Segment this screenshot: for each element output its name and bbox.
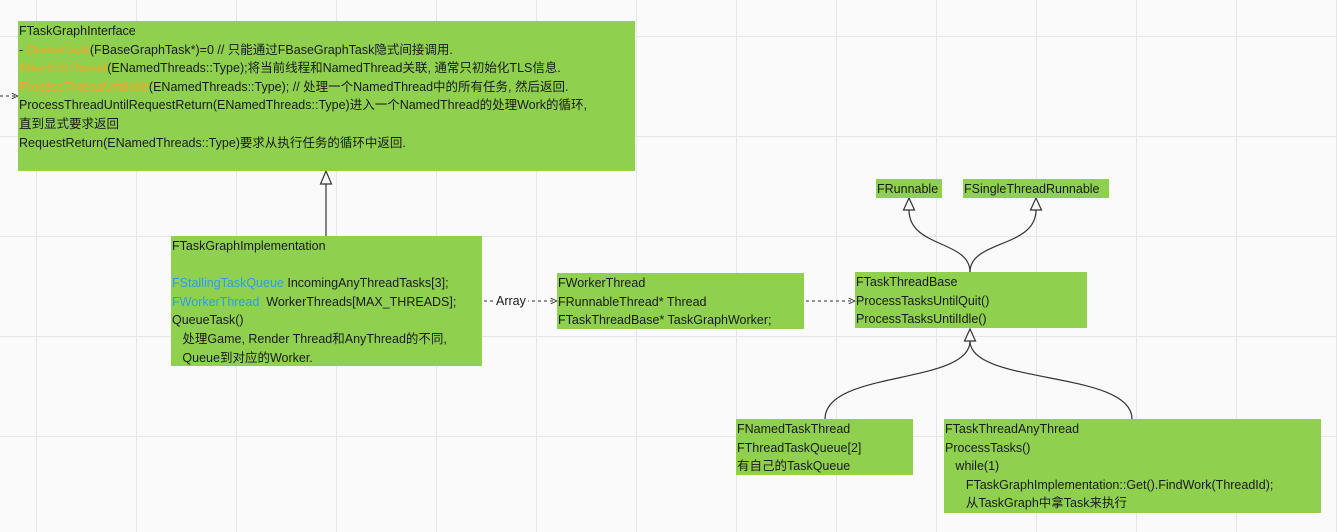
implementation-title: FTaskGraphImplementation — [172, 239, 326, 253]
interface-l2-method: AttachToThread — [19, 61, 108, 76]
named-task-thread-line-1: FThreadTaskQueue[2] — [737, 440, 862, 455]
runnable-box[interactable]: FRunnable — [876, 179, 942, 198]
interface-line-6: RequestReturn(ENamedThreads::Type)要求从执行任… — [19, 135, 406, 150]
any-thread-line-3: FTaskGraphImplementation::Get().FindWork… — [945, 477, 1274, 492]
interface-l1-method: QueueTask — [26, 42, 90, 57]
implementation-line-1: FStallingTaskQueue IncomingAnyThreadTask… — [172, 274, 482, 293]
worker-thread-line-2: FTaskThreadBase* TaskGraphWorker; — [558, 313, 772, 328]
any-thread-line-1: ProcessTasks() — [945, 440, 1031, 455]
interface-title: FTaskGraphInterface — [19, 24, 136, 38]
worker-thread-line-1: FRunnableThread* Thread — [558, 294, 707, 309]
implementation-line-4: 处理Game, Render Thread和AnyThread的不同, — [172, 331, 447, 346]
implementation-line-5: Queue到对应的Worker. — [172, 350, 313, 365]
implementation-line-3: QueueTask() — [172, 313, 244, 328]
implementation-l1-rest: IncomingAnyThreadTasks[3]; — [283, 276, 449, 291]
interface-l1-rest: (FBaseGraphTask*)=0 // 只能通过FBaseGraphTas… — [89, 42, 453, 57]
implementation-l2-type: FWorkerThread — [172, 294, 260, 309]
named-task-thread-box[interactable]: FNamedTaskThread FThreadTaskQueue[2] 有自己… — [736, 419, 913, 475]
worker-thread-title: FWorkerThread — [558, 276, 646, 290]
task-thread-base-box[interactable]: FTaskThreadBase ProcessTasksUntilQuit() … — [855, 272, 1087, 328]
inherit-edge-base-to-single — [969, 209, 1037, 273]
worker-thread-box[interactable]: FWorkerThread FRunnableThread* Thread FT… — [557, 273, 804, 329]
inherit-edge-base-to-runnable — [908, 209, 971, 273]
inherit-triangle-base — [963, 327, 977, 342]
implementation-l1-type: FStallingTaskQueue — [172, 276, 284, 291]
any-thread-title: FTaskThreadAnyThread — [945, 422, 1080, 436]
implementation-box[interactable]: FTaskGraphImplementation FStallingTaskQu… — [171, 236, 482, 366]
interface-line-4: ProcessThreadUntilRequestReturn(ENamedTh… — [19, 98, 588, 113]
task-thread-base-line-1: ProcessTasksUntilQuit() — [856, 293, 990, 308]
runnable-title: FRunnable — [877, 182, 939, 196]
any-thread-line-4: 从TaskGraph中拿Task来执行 — [945, 496, 1127, 511]
interface-l3-rest: (ENamedThreads::Type); // 处理一个NamedThrea… — [148, 79, 569, 94]
task-thread-base-title: FTaskThreadBase — [856, 275, 958, 289]
single-thread-runnable-box[interactable]: FSingleThreadRunnable — [963, 179, 1109, 198]
inherit-edge-named-to-base — [824, 340, 971, 420]
inherit-triangle-single — [1029, 196, 1043, 211]
interface-l2-rest: (ENamedThreads::Type);将当前线程和NamedThread关… — [107, 61, 561, 76]
array-edge-label: Array — [494, 293, 528, 309]
any-thread-line-2: while(1) — [945, 459, 1000, 474]
inherit-edge-any-to-base — [969, 340, 1133, 420]
interface-l3-method: ProcessThreadUntilIdle — [19, 79, 149, 94]
task-thread-base-line-2: ProcessTasksUntilIdle() — [856, 312, 987, 327]
interface-box[interactable]: FTaskGraphInterface - QueueTask(FBaseGra… — [18, 21, 635, 171]
named-task-thread-line-2: 有自己的TaskQueue — [737, 459, 851, 474]
implementation-l2-rest: WorkerThreads[MAX_THREADS]; — [259, 294, 457, 309]
interface-l1-prefix: - — [19, 42, 24, 57]
interface-line-5: 直到显式要求返回 — [19, 116, 120, 131]
implementation-blank-line — [172, 256, 482, 275]
interface-line-3: ProcessThreadUntilIdle(ENamedThreads::Ty… — [19, 78, 635, 97]
inherit-triangle-runnable — [902, 196, 916, 211]
any-thread-box[interactable]: FTaskThreadAnyThread ProcessTasks() whil… — [944, 419, 1321, 513]
interface-line-1: - QueueTask(FBaseGraphTask*)=0 // 只能通过FB… — [19, 41, 635, 60]
interface-line-2: AttachToThread(ENamedThreads::Type);将当前线… — [19, 59, 635, 78]
single-thread-runnable-title: FSingleThreadRunnable — [964, 182, 1100, 196]
implementation-line-2: FWorkerThread WorkerThreads[MAX_THREADS]… — [172, 293, 482, 312]
inherit-triangle-interface — [319, 169, 333, 185]
named-task-thread-title: FNamedTaskThread — [737, 422, 851, 436]
